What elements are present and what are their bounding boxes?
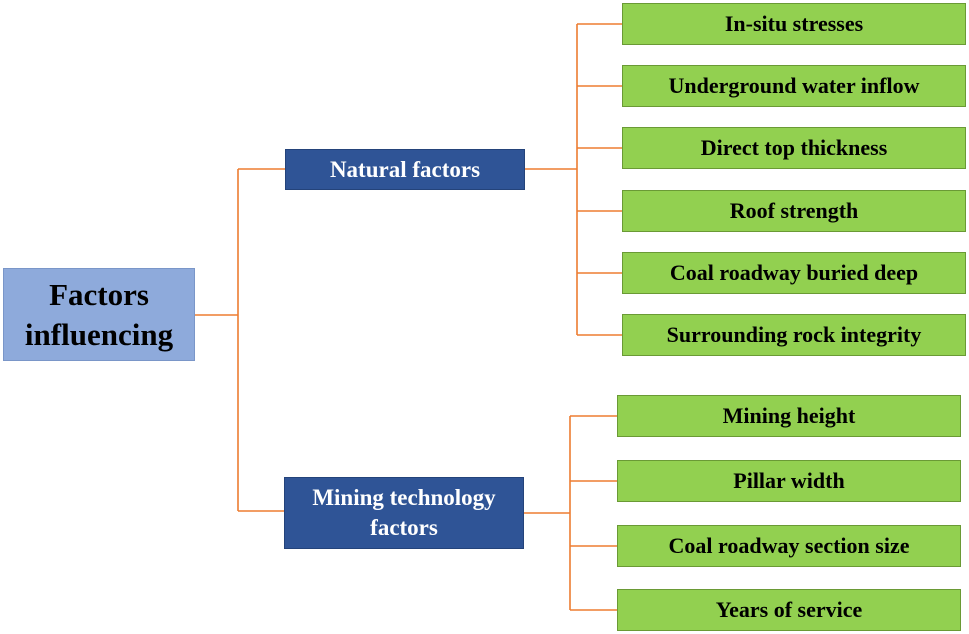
root-label-line-1: Factors <box>49 276 149 312</box>
leaf-mining-height: Mining height <box>617 395 961 437</box>
leaf-years-of-service: Years of service <box>617 589 961 631</box>
leaf-pillar-width: Pillar width <box>617 460 961 502</box>
connector-natural-trunk <box>525 24 578 335</box>
root-label-line-2: influencing <box>24 316 174 352</box>
leaf-roof-strength: Roof strength <box>622 190 966 232</box>
connector-root-trunk <box>195 168 285 512</box>
root-node-factors-influencing: Factors influencing <box>3 268 195 361</box>
leaf-direct-top-thickness: Direct top thickness <box>622 127 966 169</box>
branch-node-natural-factors: Natural factors <box>285 149 525 190</box>
leaf-coal-roadway-section-size: Coal roadway section size <box>617 525 961 567</box>
leaf-coal-roadway-buried-deep: Coal roadway buried deep <box>622 252 966 294</box>
leaf-underground-water-inflow: Underground water inflow <box>622 65 966 107</box>
branch-node-mining-technology-factors: Mining technology factors <box>284 477 524 549</box>
leaf-in-situ-stresses: In-situ stresses <box>622 3 966 45</box>
branch-label-line-1: Natural factors <box>329 156 481 182</box>
branch-label-line-1: Mining technology <box>312 485 496 510</box>
connector-mining-trunk <box>524 416 571 610</box>
branch-label-line-2: factors <box>370 515 438 540</box>
leaf-surrounding-rock-integrity: Surrounding rock integrity <box>622 314 966 356</box>
